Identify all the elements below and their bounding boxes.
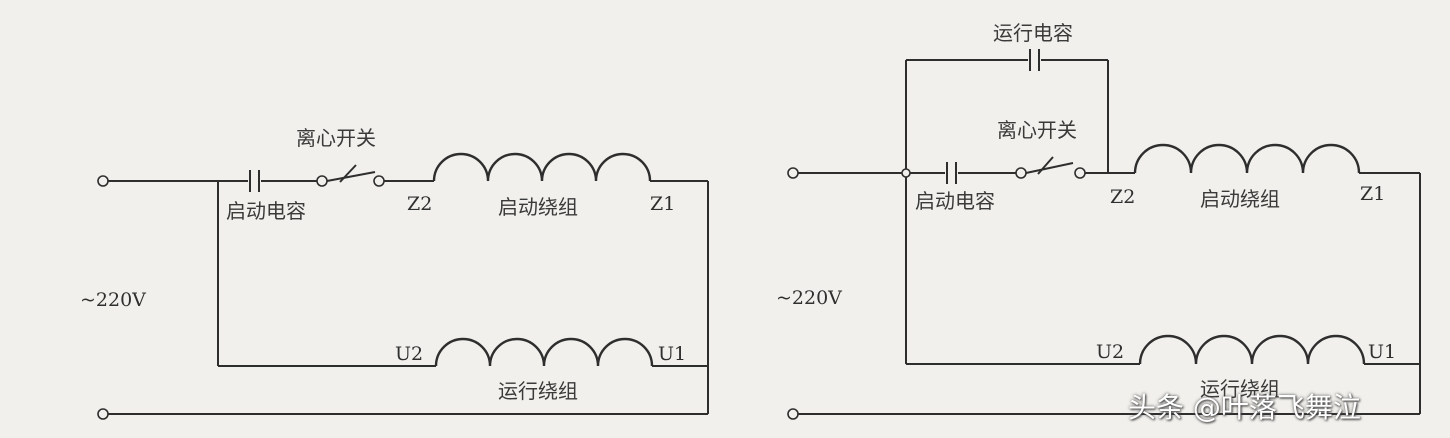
right-z2-label: Z2 bbox=[1110, 186, 1135, 208]
watermark: 头条 @叶落飞舞泣 bbox=[1128, 391, 1361, 424]
right-voltage-label: ~220V bbox=[776, 287, 842, 309]
left-supply-terminal-top bbox=[97, 175, 109, 187]
right-junction-node bbox=[901, 168, 911, 178]
left-switch-mark bbox=[339, 164, 357, 183]
right-z1-label: Z1 bbox=[1360, 183, 1385, 205]
left-run-winding-label: 运行绕组 bbox=[498, 379, 578, 403]
right-switch-terminal-b bbox=[1074, 167, 1086, 179]
right-start-winding-coil bbox=[1133, 143, 1361, 174]
left-z2-label: Z2 bbox=[407, 193, 432, 215]
left-centrifugal-switch-blade bbox=[326, 171, 376, 182]
left-switch-label: 离心开关 bbox=[296, 126, 376, 150]
right-u1-label: U1 bbox=[1368, 341, 1396, 363]
left-switch-terminal-b bbox=[373, 175, 385, 187]
left-voltage-label: ~220V bbox=[80, 289, 146, 311]
right-switch-label: 离心开关 bbox=[997, 118, 1077, 142]
left-run-winding-coil bbox=[434, 337, 654, 367]
right-switch-terminal-a bbox=[1015, 167, 1027, 179]
left-diagram: 启动电容 离心开关 Z2 启动绕组 Z1 U2 U1 运行绕组 ~220V bbox=[80, 126, 709, 420]
right-u2-label: U2 bbox=[1096, 341, 1124, 363]
left-z1-label: Z1 bbox=[650, 193, 675, 215]
left-u2-label: U2 bbox=[395, 343, 423, 365]
left-start-winding-label: 启动绕组 bbox=[498, 195, 578, 219]
right-start-cap-label: 启动电容 bbox=[915, 189, 995, 213]
left-switch-terminal-a bbox=[316, 175, 328, 187]
right-supply-terminal-bottom bbox=[787, 408, 799, 420]
right-supply-terminal-top bbox=[787, 167, 799, 179]
right-run-winding-coil bbox=[1138, 334, 1366, 365]
right-diagram: 运行电容 启动电容 离心开关 Z2 启动绕组 Z1 U2 U1 运行绕组 ~22… bbox=[776, 21, 1421, 420]
right-run-cap-label: 运行电容 bbox=[993, 21, 1073, 45]
left-supply-terminal-bottom bbox=[97, 408, 109, 420]
right-centrifugal-switch-blade bbox=[1025, 162, 1074, 174]
left-u1-label: U1 bbox=[658, 343, 686, 365]
right-start-winding-label: 启动绕组 bbox=[1200, 187, 1280, 211]
right-run-winding-label: 运行绕组 bbox=[1200, 377, 1280, 401]
left-start-winding-coil bbox=[432, 152, 652, 182]
left-start-cap-label: 启动电容 bbox=[226, 199, 306, 223]
right-switch-mark bbox=[1037, 156, 1054, 175]
